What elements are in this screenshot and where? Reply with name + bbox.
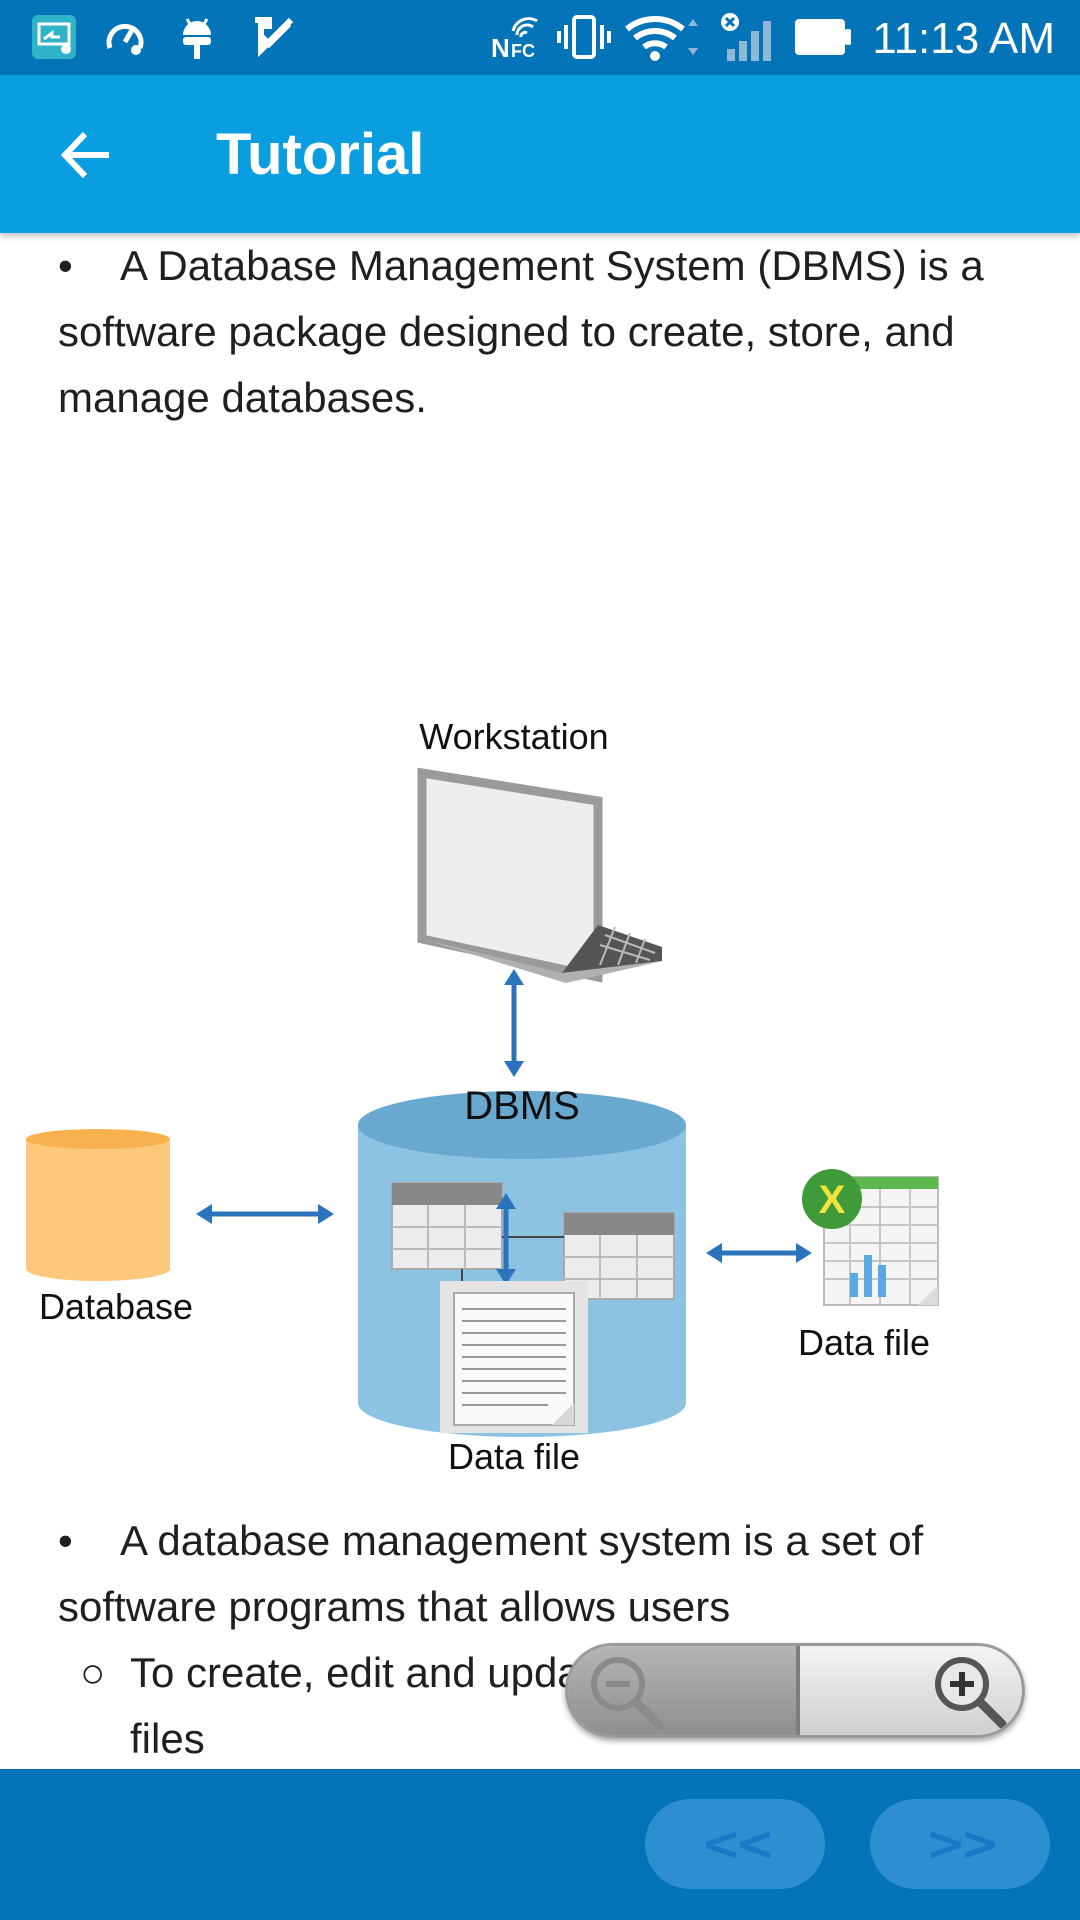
zoom-out-button[interactable] [568,1646,796,1735]
status-time: 11:13 AM [872,14,1055,63]
list-item: ○ To create, edit and update data in dat… [80,1640,1010,1769]
arrow-left-icon [60,131,109,179]
table-icon [391,1182,503,1270]
wifi-icon [622,12,704,62]
bullet: • [58,242,73,289]
svg-text:N: N [491,33,510,61]
bullet: • [58,1517,73,1564]
bottom-navigation-bar: << >> [0,1769,1080,1920]
database-label: Database [39,1286,193,1327]
dbms-label: DBMS [464,1084,580,1128]
previous-button[interactable]: << [645,1799,825,1889]
zoom-out-icon [591,1656,665,1730]
paragraph-dbms-definition: •A Database Management System (DBMS) is … [58,233,1018,431]
dbms-diagram-lower: Data file [440,1193,588,1477]
clipboard-check-icon [246,12,298,62]
vibrate-icon [556,12,612,62]
battery-icon [792,12,854,62]
next-button[interactable]: >> [870,1799,1050,1889]
back-button[interactable] [48,117,124,193]
zoom-control [565,1643,1025,1738]
data-file-bottom-label: Data file [448,1436,580,1477]
document-file-icon [440,1281,588,1433]
svg-text:FC: FC [511,41,535,61]
screen-cast-icon [28,12,80,62]
no-signal-icon [718,12,778,62]
svg-text:X: X [819,1178,846,1222]
app-bar: Tutorial [0,75,1080,233]
excel-file-icon: X [802,1169,939,1306]
zoom-in-button[interactable] [796,1646,1022,1735]
zoom-divider [796,1646,800,1735]
zoom-in-icon [935,1656,1007,1728]
speedometer-icon [100,12,150,62]
paragraph-text: A database management system is a set of… [58,1517,924,1630]
sub-bullet: ○ [80,1649,106,1696]
page-title: Tutorial [216,122,425,187]
data-file-right-label: Data file [798,1322,930,1363]
tutorial-content[interactable]: •A Database Management System (DBMS) is … [0,233,1080,1769]
arrow-workstation-dbms [504,969,524,1077]
arrow-dbms-datafile-bottom [496,1193,516,1285]
workstation-label: Workstation [419,716,608,757]
android-icon [172,12,222,62]
paragraph-dbms-programs: •A database management system is a set o… [58,1508,1018,1640]
database-cylinder [26,1129,170,1281]
paragraph-text: A Database Management System (DBMS) is a… [58,242,984,421]
laptop-icon [417,767,662,983]
arrow-dbms-datafile-right [706,1243,812,1263]
arrow-database-dbms [196,1204,334,1224]
